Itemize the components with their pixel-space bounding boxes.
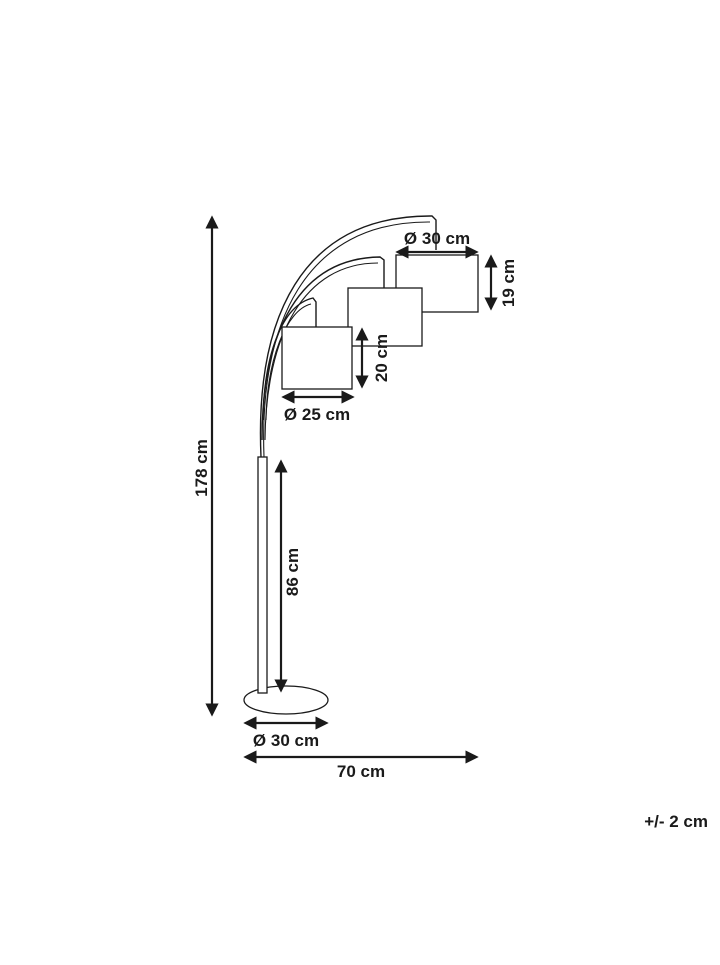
lamp-shade-small [281, 326, 353, 390]
label-tolerance: +/- 2 cm [644, 812, 708, 831]
lamp-pole [257, 456, 268, 694]
label-shade-large-height: 19 cm [499, 259, 518, 307]
label-shade-middle-height: 20 cm [372, 334, 391, 382]
label-base-diameter: Ø 30 cm [253, 731, 319, 750]
label-shade-large-diameter: Ø 30 cm [404, 229, 470, 248]
dimension-labels: 178 cm 86 cm Ø 30 cm 70 cm Ø 30 cm 19 cm… [192, 229, 708, 831]
lamp-arm-top-inner [263, 221, 431, 458]
lamp-base [243, 685, 329, 715]
lamp-arm-top [259, 215, 437, 458]
lamp-outline [243, 215, 479, 715]
lamp-arm-bottom [262, 297, 317, 421]
label-total-height: 178 cm [192, 439, 211, 497]
label-total-width: 70 cm [337, 762, 385, 781]
label-shade-small-diameter: Ø 25 cm [284, 405, 350, 424]
lamp-arm-bottom-inner [265, 303, 312, 421]
dimension-lines [205, 215, 498, 764]
label-stand-height: 86 cm [283, 548, 302, 596]
